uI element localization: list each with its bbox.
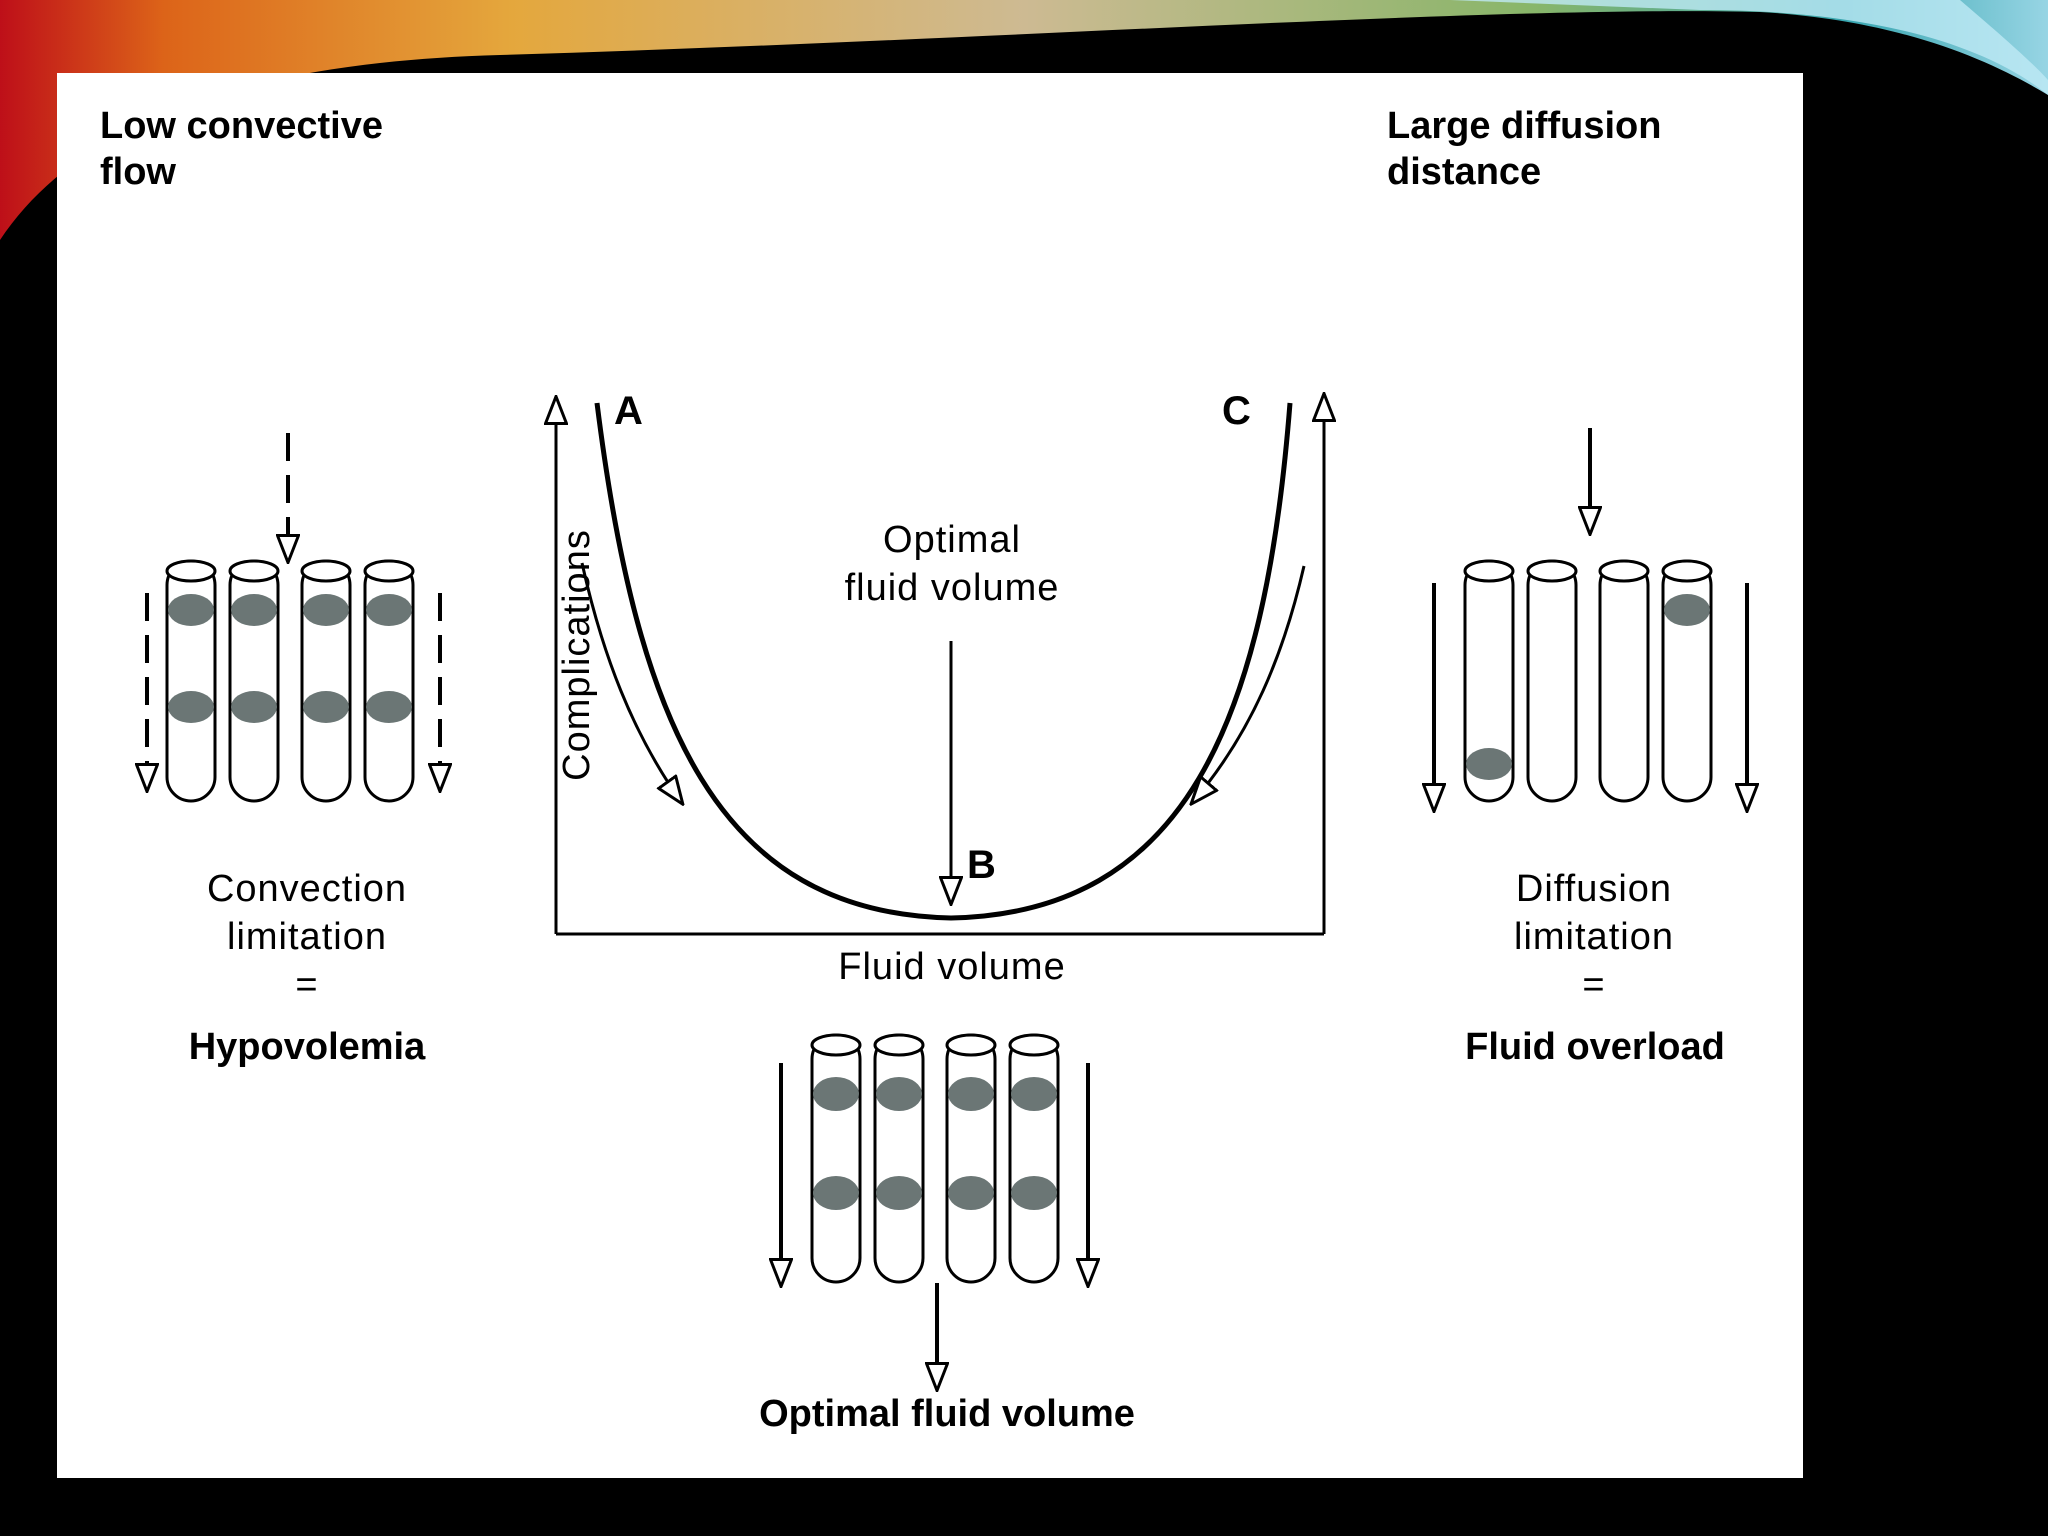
left-equals: = xyxy=(295,964,319,1006)
left-line1: Convection xyxy=(206,868,408,910)
red-blood-cell xyxy=(231,691,277,723)
point-a-label: A xyxy=(614,389,643,433)
point-c-label: C xyxy=(1222,389,1251,433)
point-b-label: B xyxy=(967,843,996,887)
right-line1: Diffusion xyxy=(1515,868,1673,910)
optimal-annotation: Optimal fluid volume xyxy=(837,516,1067,612)
red-blood-cell xyxy=(1664,594,1710,626)
bottom-flow-arrows xyxy=(781,1063,1088,1389)
fluid-overload-label: Fluid overload xyxy=(1465,1026,1725,1068)
bottom-capillaries xyxy=(810,1033,1060,1284)
red-blood-cell xyxy=(813,1176,859,1210)
capillary-tube xyxy=(945,1033,997,1284)
left-explanation: Convection limitation = xyxy=(177,865,437,1009)
red-blood-cell xyxy=(1011,1176,1057,1210)
red-blood-cell xyxy=(303,691,349,723)
optimal-line1: Optimal xyxy=(883,519,1021,561)
right-explanation: Diffusion limitation = xyxy=(1464,865,1724,1009)
red-blood-cell xyxy=(366,691,412,723)
capillary-tube xyxy=(810,1033,862,1284)
optimal-line2: fluid volume xyxy=(844,567,1060,609)
optimal-fluid-volume-label: Optimal fluid volume xyxy=(759,1393,1135,1435)
right-flow-arrows xyxy=(1434,428,1747,810)
capillary-tube xyxy=(1598,559,1650,803)
decorative-swoosh xyxy=(0,0,2048,240)
red-blood-cell xyxy=(876,1176,922,1210)
top-left-text: Low convective flow xyxy=(100,105,383,193)
left-red-cells xyxy=(168,594,412,723)
left-line2: limitation xyxy=(227,916,387,958)
descending-arrow-left xyxy=(580,562,682,803)
red-blood-cell xyxy=(168,594,214,626)
diagram-panel: Low convective flow Large diffusion dist… xyxy=(57,73,1803,1478)
red-blood-cell xyxy=(1466,748,1512,780)
right-red-cells xyxy=(1466,594,1710,780)
right-equals: = xyxy=(1582,964,1606,1006)
top-left-label: Low convective flow xyxy=(100,103,460,195)
red-blood-cell xyxy=(1011,1077,1057,1111)
y-axis-label: Complications xyxy=(556,529,598,781)
x-axis-label: Fluid volume xyxy=(838,946,1066,988)
red-blood-cell xyxy=(231,594,277,626)
red-blood-cell xyxy=(168,691,214,723)
capillary-tube xyxy=(1526,559,1578,803)
red-blood-cell xyxy=(948,1077,994,1111)
capillary-tube xyxy=(1008,1033,1060,1284)
red-blood-cell xyxy=(303,594,349,626)
right-line2: limitation xyxy=(1514,916,1674,958)
bottom-red-cells xyxy=(813,1077,1057,1210)
complication-curve xyxy=(594,402,1293,921)
top-right-text: Large diffusion distance xyxy=(1387,105,1662,193)
decorative-swoosh-highlight xyxy=(1450,0,2048,95)
red-blood-cell xyxy=(366,594,412,626)
top-right-label: Large diffusion distance xyxy=(1387,103,1747,195)
left-flow-arrows xyxy=(147,433,440,790)
capillary-tube xyxy=(1463,559,1515,803)
red-blood-cell xyxy=(813,1077,859,1111)
axes xyxy=(556,395,1324,936)
descending-arrow-right xyxy=(1192,565,1306,803)
fluid-volume-diagram xyxy=(57,73,1803,1478)
red-blood-cell xyxy=(948,1176,994,1210)
hypovolemia-label: Hypovolemia xyxy=(188,1026,426,1068)
red-blood-cell xyxy=(876,1077,922,1111)
capillary-tube xyxy=(873,1033,925,1284)
